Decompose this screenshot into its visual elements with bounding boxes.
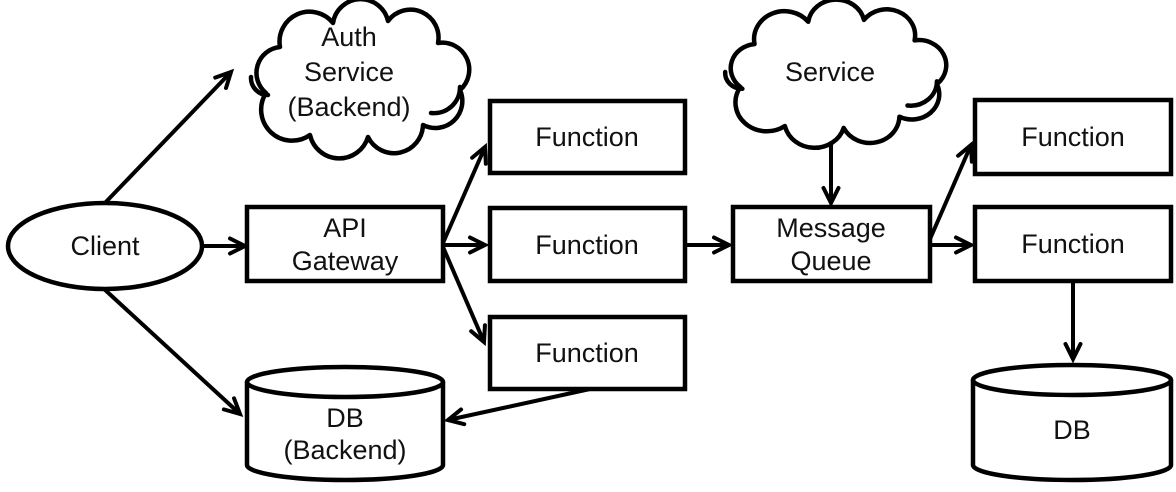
db-right-cylinder-body — [970, 380, 1174, 483]
db-right-node: DB — [970, 362, 1174, 483]
db-backend-label-line1: DB — [326, 403, 364, 433]
message-queue-node: Message Queue — [730, 204, 933, 284]
arrow-function-left-bottom-to-db-backend — [443, 387, 591, 427]
function-right-top-box — [972, 97, 1174, 177]
function-right-top-node: Function — [972, 97, 1174, 177]
db-backend-node: DB (Backend) — [244, 364, 446, 483]
function-left-top-label: Function — [535, 122, 639, 152]
function-left-middle-box — [487, 205, 688, 284]
arrow-api-gateway-to-function-left-top — [441, 142, 488, 244]
auth-service-cloud-icon — [256, 0, 469, 158]
auth-service-label-line2: Service — [304, 57, 394, 87]
function-right-middle-label: Function — [1021, 229, 1125, 259]
cloud-curl-icon — [908, 81, 937, 105]
auth-service-node: Auth Service (Backend) — [251, 0, 469, 158]
api-gateway-node: API Gateway — [244, 204, 446, 284]
cloud-curl-icon — [431, 87, 460, 113]
client-label: Client — [70, 231, 140, 261]
arrow-message-queue-to-function-right-top — [928, 140, 974, 240]
function-right-middle-box — [972, 204, 1174, 284]
function-right-top-label: Function — [1021, 122, 1125, 152]
message-queue-label-line2: Queue — [790, 246, 871, 276]
db-backend-cylinder-top — [244, 364, 446, 400]
db-right-label: DB — [1053, 415, 1091, 445]
db-backend-cylinder-body — [244, 382, 446, 483]
function-right-middle-node: Function — [972, 204, 1174, 284]
arrow-client-to-db-backend — [101, 286, 244, 418]
api-gateway-label-line1: API — [323, 213, 367, 243]
auth-service-label-line1: Auth — [321, 22, 377, 52]
cloud-curl-icon — [251, 77, 268, 95]
service-cloud-icon — [731, 0, 947, 148]
service-label: Service — [785, 57, 875, 87]
function-left-middle-label: Function — [535, 230, 639, 260]
service-node: Service — [725, 0, 946, 148]
client-node: Client — [5, 200, 205, 292]
arrow-client-to-auth-service — [101, 68, 235, 207]
api-gateway-box — [244, 204, 446, 284]
message-queue-label-line1: Message — [776, 213, 886, 243]
auth-service-label-line3: (Backend) — [287, 92, 410, 122]
function-left-top-node: Function — [487, 98, 688, 176]
function-left-bottom-label: Function — [535, 338, 639, 368]
db-right-cylinder-top — [970, 362, 1174, 398]
function-left-middle-node: Function — [487, 205, 688, 284]
api-gateway-label-line2: Gateway — [292, 246, 399, 276]
cloud-curl-icon — [725, 72, 742, 89]
edges — [101, 68, 1083, 427]
function-left-bottom-box — [487, 314, 688, 392]
db-backend-label-line2: (Backend) — [283, 435, 406, 465]
function-left-top-box — [487, 98, 688, 176]
function-left-bottom-node: Function — [487, 314, 688, 392]
message-queue-box — [730, 204, 933, 284]
arrow-api-gateway-to-function-left-bottom — [441, 246, 487, 347]
client-ellipse — [5, 200, 205, 292]
